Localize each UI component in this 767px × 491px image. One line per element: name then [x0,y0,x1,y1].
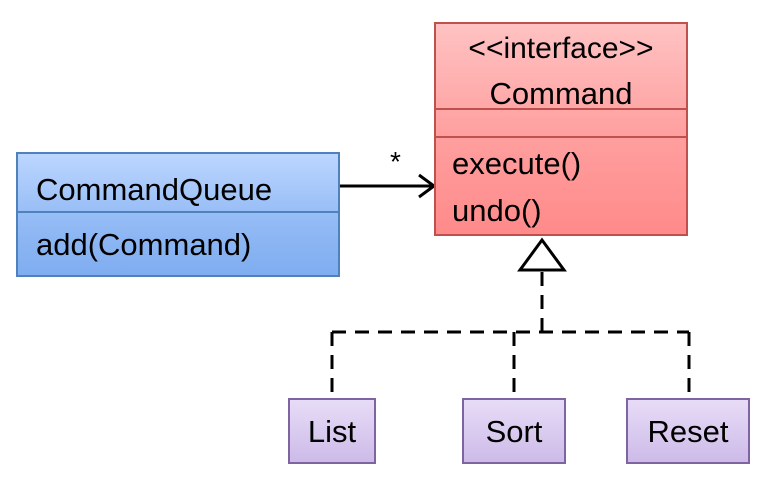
subclass-name: Reset [647,413,729,449]
subclass-name: Sort [485,413,543,449]
queue-class-name: CommandQueue [36,172,273,207]
queue-method: add(Command) [36,227,252,262]
subclass-list-box: List [288,398,376,464]
subclass-sort-box: Sort [462,398,566,464]
association-arrow [340,173,437,199]
interface-name-divider [436,108,686,110]
interface-method: undo() [452,193,542,228]
command-queue-box: CommandQueue add(Command) [16,152,340,277]
subclass-reset-box: Reset [626,398,750,464]
interface-stereotype: <<interface>> [468,32,654,65]
command-interface-box: <<interface>> Command execute() undo() [434,22,688,236]
queue-divider [18,211,338,213]
interface-name: Command [489,76,633,111]
realization-triangle [517,237,567,272]
interface-method: execute() [452,146,582,181]
association-multiplicity: * [390,146,401,177]
subclass-name: List [307,413,357,449]
realization-lines [330,272,691,398]
interface-attributes-divider [436,136,686,138]
